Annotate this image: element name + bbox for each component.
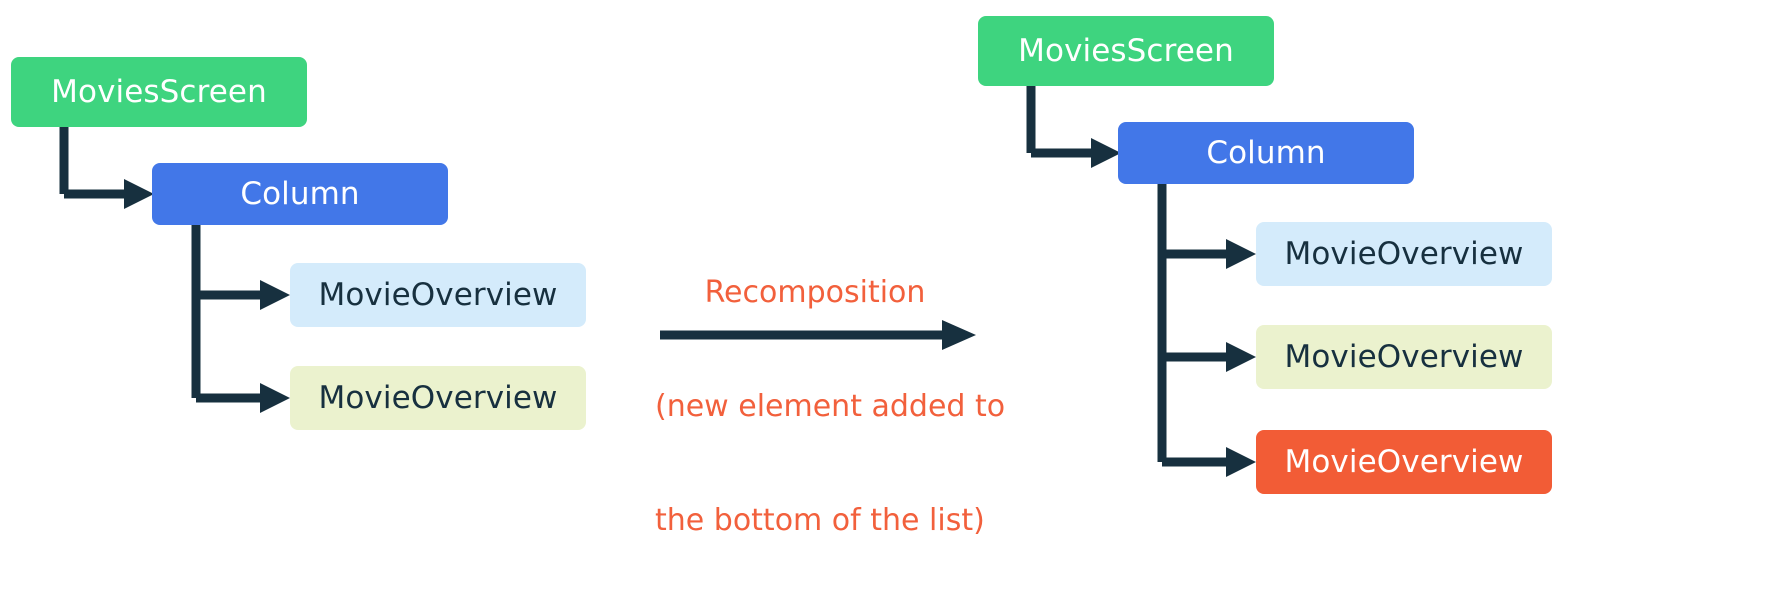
- transition-right-arrow-icon: [660, 320, 976, 350]
- after-node-movieoverview-3-new: MovieOverview: [1256, 430, 1552, 494]
- after-node-movieoverview-2: MovieOverview: [1256, 325, 1552, 389]
- after-connector-column-to-children: [1157, 184, 1256, 477]
- after-node-movieoverview-2-label: MovieOverview: [1284, 338, 1524, 375]
- before-node-moviesscreen-label: MoviesScreen: [51, 73, 267, 110]
- transition-annotation-line-1: Recomposition: [704, 275, 926, 310]
- after-node-column: Column: [1118, 122, 1414, 184]
- diagram-canvas: MoviesScreen Column MovieOverview MovieO…: [11, 16, 1552, 538]
- before-node-moviesscreen: MoviesScreen: [11, 57, 307, 127]
- before-node-movieoverview-1: MovieOverview: [290, 263, 586, 327]
- before-node-movieoverview-2-label: MovieOverview: [318, 379, 558, 416]
- after-connector-root-to-column: [1026, 86, 1121, 168]
- before-connector-column-to-children: [191, 225, 290, 413]
- transition-annotation-line-3: the bottom of the list): [655, 503, 985, 538]
- before-node-movieoverview-2: MovieOverview: [290, 366, 586, 430]
- after-node-moviesscreen: MoviesScreen: [978, 16, 1274, 86]
- after-node-movieoverview-1: MovieOverview: [1256, 222, 1552, 286]
- after-node-moviesscreen-label: MoviesScreen: [1018, 32, 1234, 69]
- after-node-movieoverview-1-label: MovieOverview: [1284, 235, 1524, 272]
- before-node-column: Column: [152, 163, 448, 225]
- transition-annotation-line-2: (new element added to: [655, 389, 1006, 424]
- before-node-column-label: Column: [240, 175, 360, 212]
- transition-annotation: Recomposition (new element added to the …: [655, 198, 1006, 616]
- after-node-column-label: Column: [1206, 134, 1326, 171]
- before-connector-root-to-column: [59, 127, 154, 209]
- before-node-movieoverview-1-label: MovieOverview: [318, 276, 558, 313]
- after-node-movieoverview-3-new-label: MovieOverview: [1284, 443, 1524, 480]
